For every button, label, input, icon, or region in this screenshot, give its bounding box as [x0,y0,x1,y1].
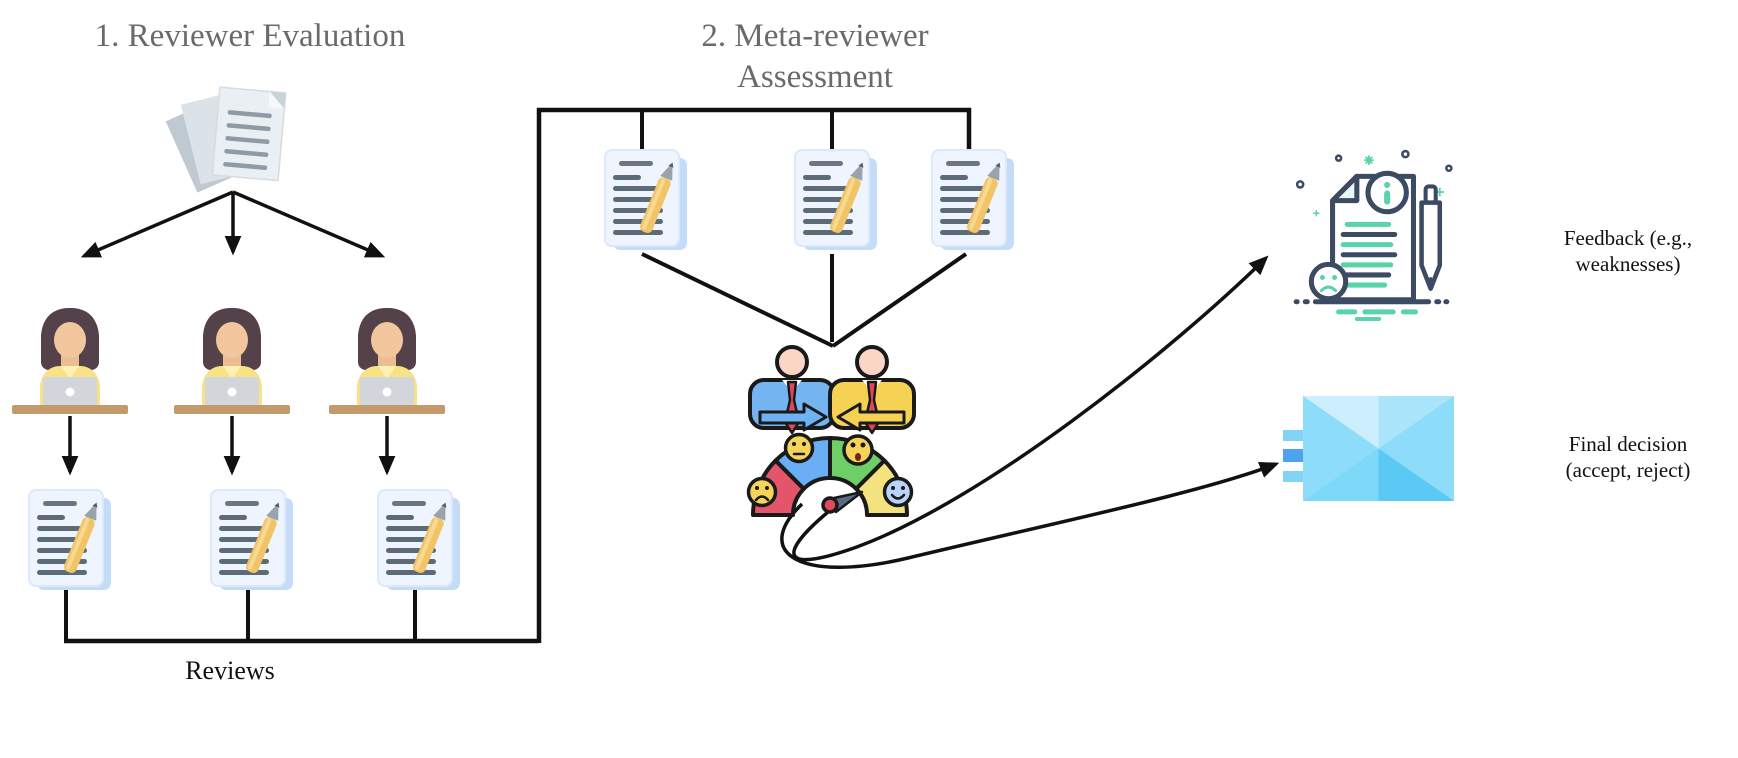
section-title-line1: 2. Meta-reviewer [701,18,929,54]
final-decision-label-line1: Final decision [1568,432,1688,456]
section-title-reviewer-evaluation: 1. Reviewer Evaluation [94,18,406,54]
decision-envelope-icon [1282,396,1458,506]
reviewer-at-laptop-icon-3 [327,300,447,416]
review-document-pencil-icon-1 [25,486,125,598]
review-document-pencil-icon-2 [207,486,307,598]
reviews-label: Reviews [185,656,275,685]
feedback-label-line2: weaknesses) [1575,251,1681,276]
feedback-report-icon [1286,146,1458,322]
meta-doc3-converge [831,252,968,348]
section-title-line2: Assessment [737,59,893,96]
reviewer-at-laptop-icon-2 [172,300,292,416]
feedback-label-line1: Feedback (e.g., [1563,226,1693,250]
final-decision-label-line2: (accept, reject) [1565,457,1691,482]
review-document-pencil-icon-3 [374,486,474,598]
meta-reviewer-discussion-gauge-icon [742,342,922,554]
paper-stack-icon [160,82,310,194]
reviewer-at-laptop-icon-1 [10,300,130,416]
meta-review-document-pencil-icon-2 [791,146,891,258]
final-decision-label: Final decision (accept, reject) [1498,432,1738,483]
arrow-stack-to-reviewer-3 [232,190,386,258]
meta-review-document-pencil-icon-1 [601,146,701,258]
meta-review-document-pencil-icon-3 [928,146,1028,258]
feedback-label: Feedback (e.g., weaknesses) [1498,226,1738,277]
arrow-stack-to-reviewer-1 [80,190,234,258]
section-title-meta-reviewer-assessment: 2. Meta-reviewer Assessment [600,16,1030,99]
meta-doc1-converge [641,252,834,348]
